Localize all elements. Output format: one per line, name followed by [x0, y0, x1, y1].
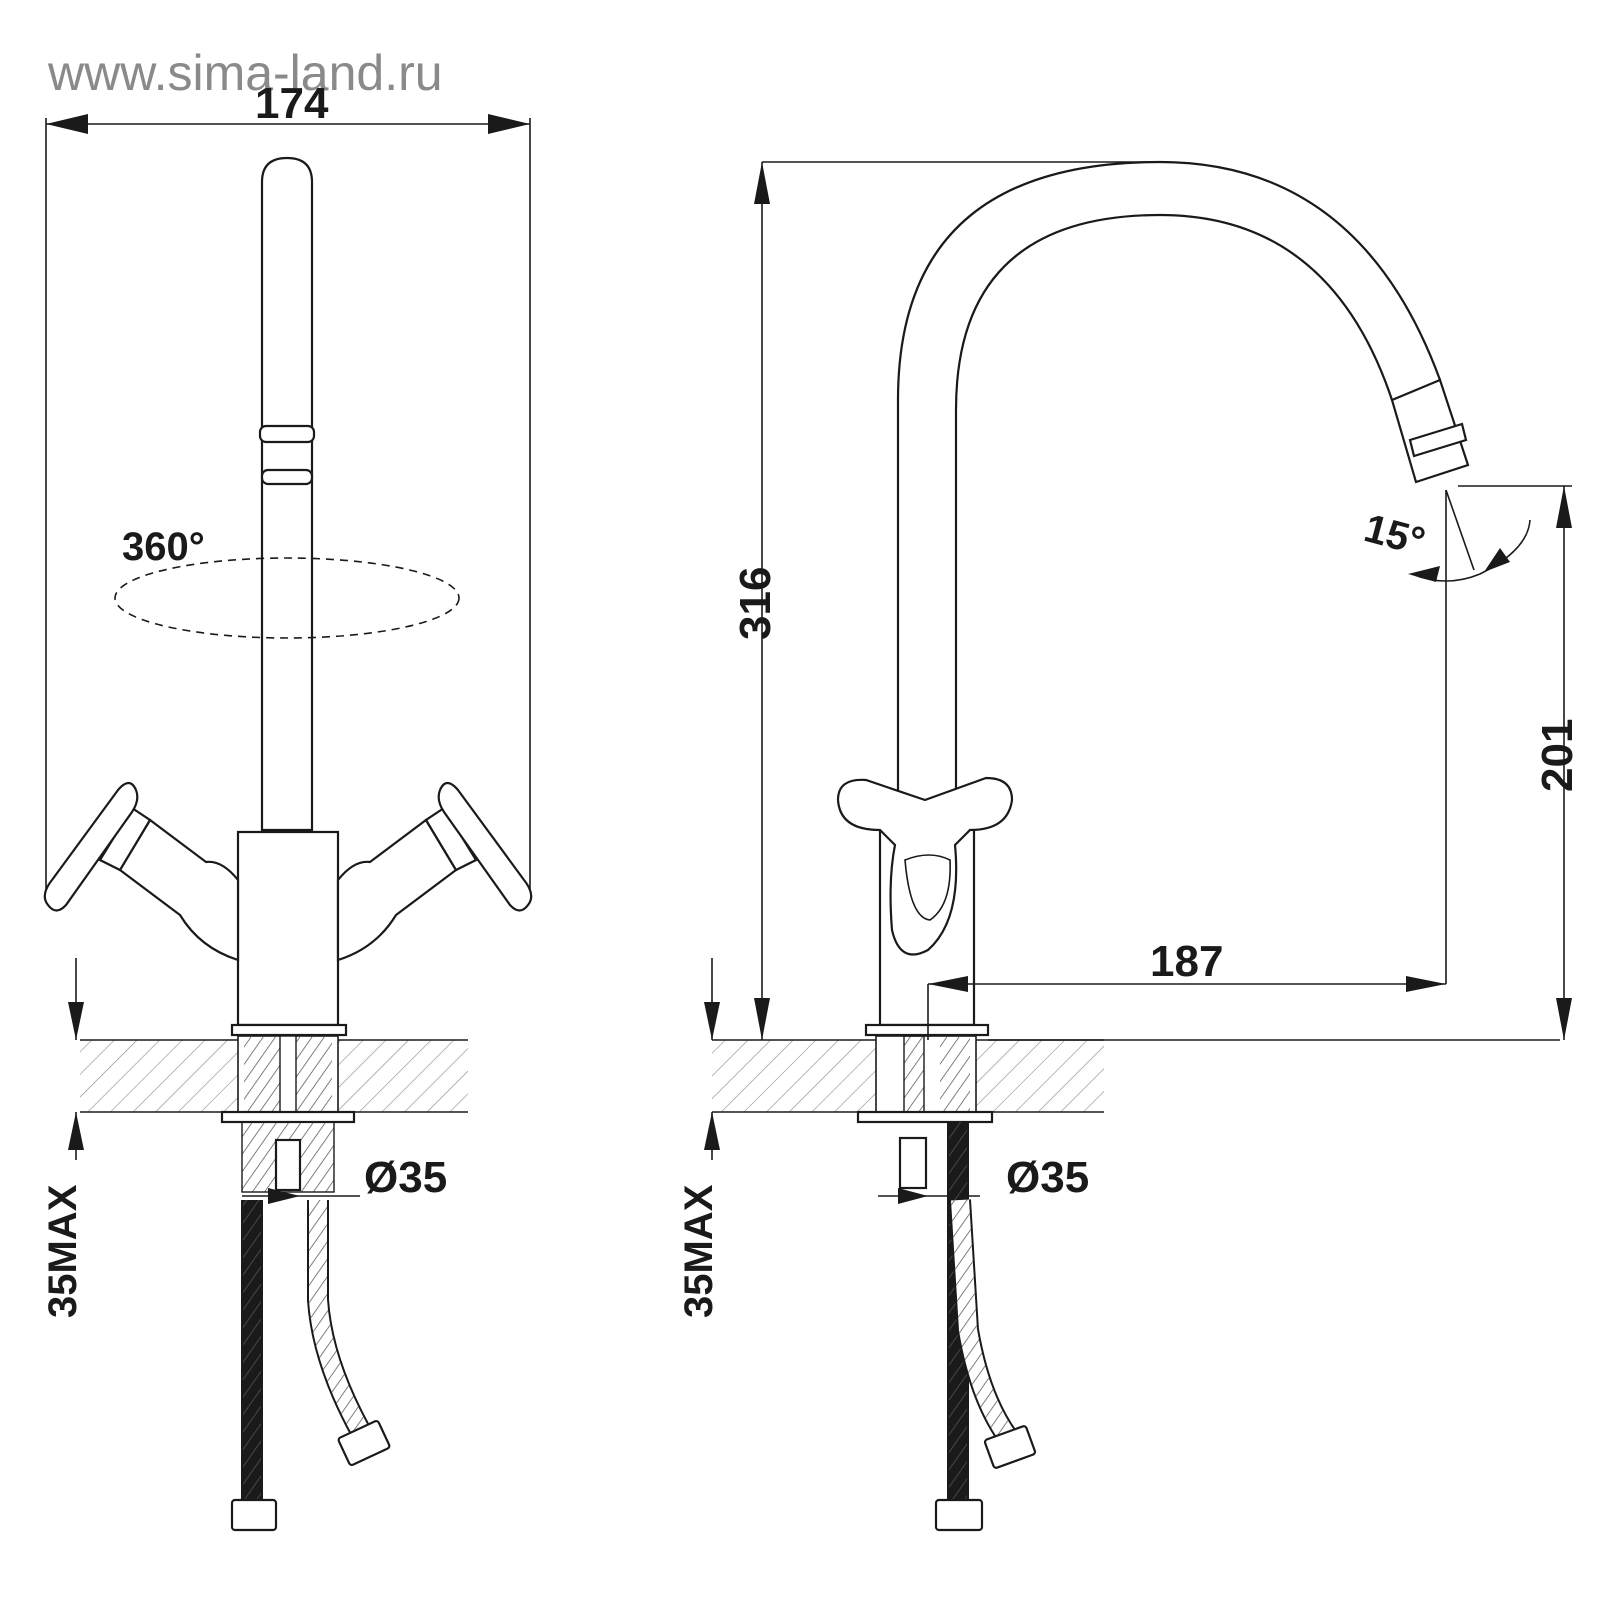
side-aerator-ring — [1408, 422, 1468, 458]
reach-dimension: 187 — [927, 490, 1447, 1040]
side-aerator — [1390, 378, 1470, 484]
front-diameter-label: Ø35 — [364, 1153, 447, 1202]
front-body — [236, 830, 340, 1027]
front-hose-fitting-right — [337, 1419, 391, 1467]
watermark-text: www.sima-land.ru — [47, 45, 443, 101]
tilt-angle-label: 15° — [1360, 506, 1430, 564]
spout-height-dimension: 201 — [1458, 485, 1582, 1040]
front-base-ring — [230, 1023, 348, 1037]
height-dimension: 316 — [731, 161, 1170, 1040]
front-diameter-dimension: Ø35 — [242, 1153, 447, 1204]
front-thickness-label: 35MAX — [41, 1184, 85, 1318]
front-view: 174 360° — [41, 79, 533, 1532]
tilt-angle-indicator: 15° — [1360, 489, 1531, 582]
front-mount-nut — [274, 1138, 302, 1192]
front-hose-fitting-left — [230, 1498, 278, 1532]
right-valve-body — [336, 818, 458, 962]
side-mount-stud — [903, 1035, 925, 1117]
width-dimension-label: 174 — [255, 79, 329, 128]
left-valve-stem — [98, 806, 152, 872]
side-spout-outer — [896, 160, 1442, 800]
side-diameter-dimension: Ø35 — [878, 1153, 1089, 1204]
side-hose-fitting-left — [934, 1498, 984, 1532]
right-valve-stem — [424, 806, 478, 872]
side-diameter-label: Ø35 — [1006, 1153, 1089, 1202]
reach-dimension-label: 187 — [1150, 937, 1223, 986]
right-handle — [437, 781, 533, 912]
side-view: 316 35MAX — [677, 160, 1582, 1532]
aerator-ring-lower — [260, 468, 314, 486]
spout-height-label: 201 — [1533, 719, 1582, 792]
front-mount-stud — [279, 1035, 297, 1117]
side-hose-fitting-right — [983, 1425, 1037, 1469]
left-handle — [43, 781, 139, 912]
front-thickness-dimension: 35MAX — [41, 958, 85, 1318]
front-mount-washer — [220, 1110, 356, 1124]
height-dimension-label: 316 — [731, 567, 780, 640]
side-base-ring — [864, 1023, 990, 1037]
side-mount-washer — [856, 1110, 994, 1124]
width-dimension: 174 — [45, 79, 531, 900]
side-thickness-dimension: 35MAX — [677, 958, 721, 1318]
side-spout-inner — [954, 213, 1394, 800]
rotation-ellipse — [114, 557, 460, 639]
rotation-label: 360° — [122, 525, 205, 569]
side-handle — [836, 776, 1014, 956]
side-thickness-label: 35MAX — [677, 1184, 721, 1318]
aerator-ring-upper — [258, 424, 316, 444]
side-mount-nut — [898, 1136, 928, 1190]
front-spout-tube — [260, 156, 314, 832]
left-valve-body — [118, 818, 240, 962]
